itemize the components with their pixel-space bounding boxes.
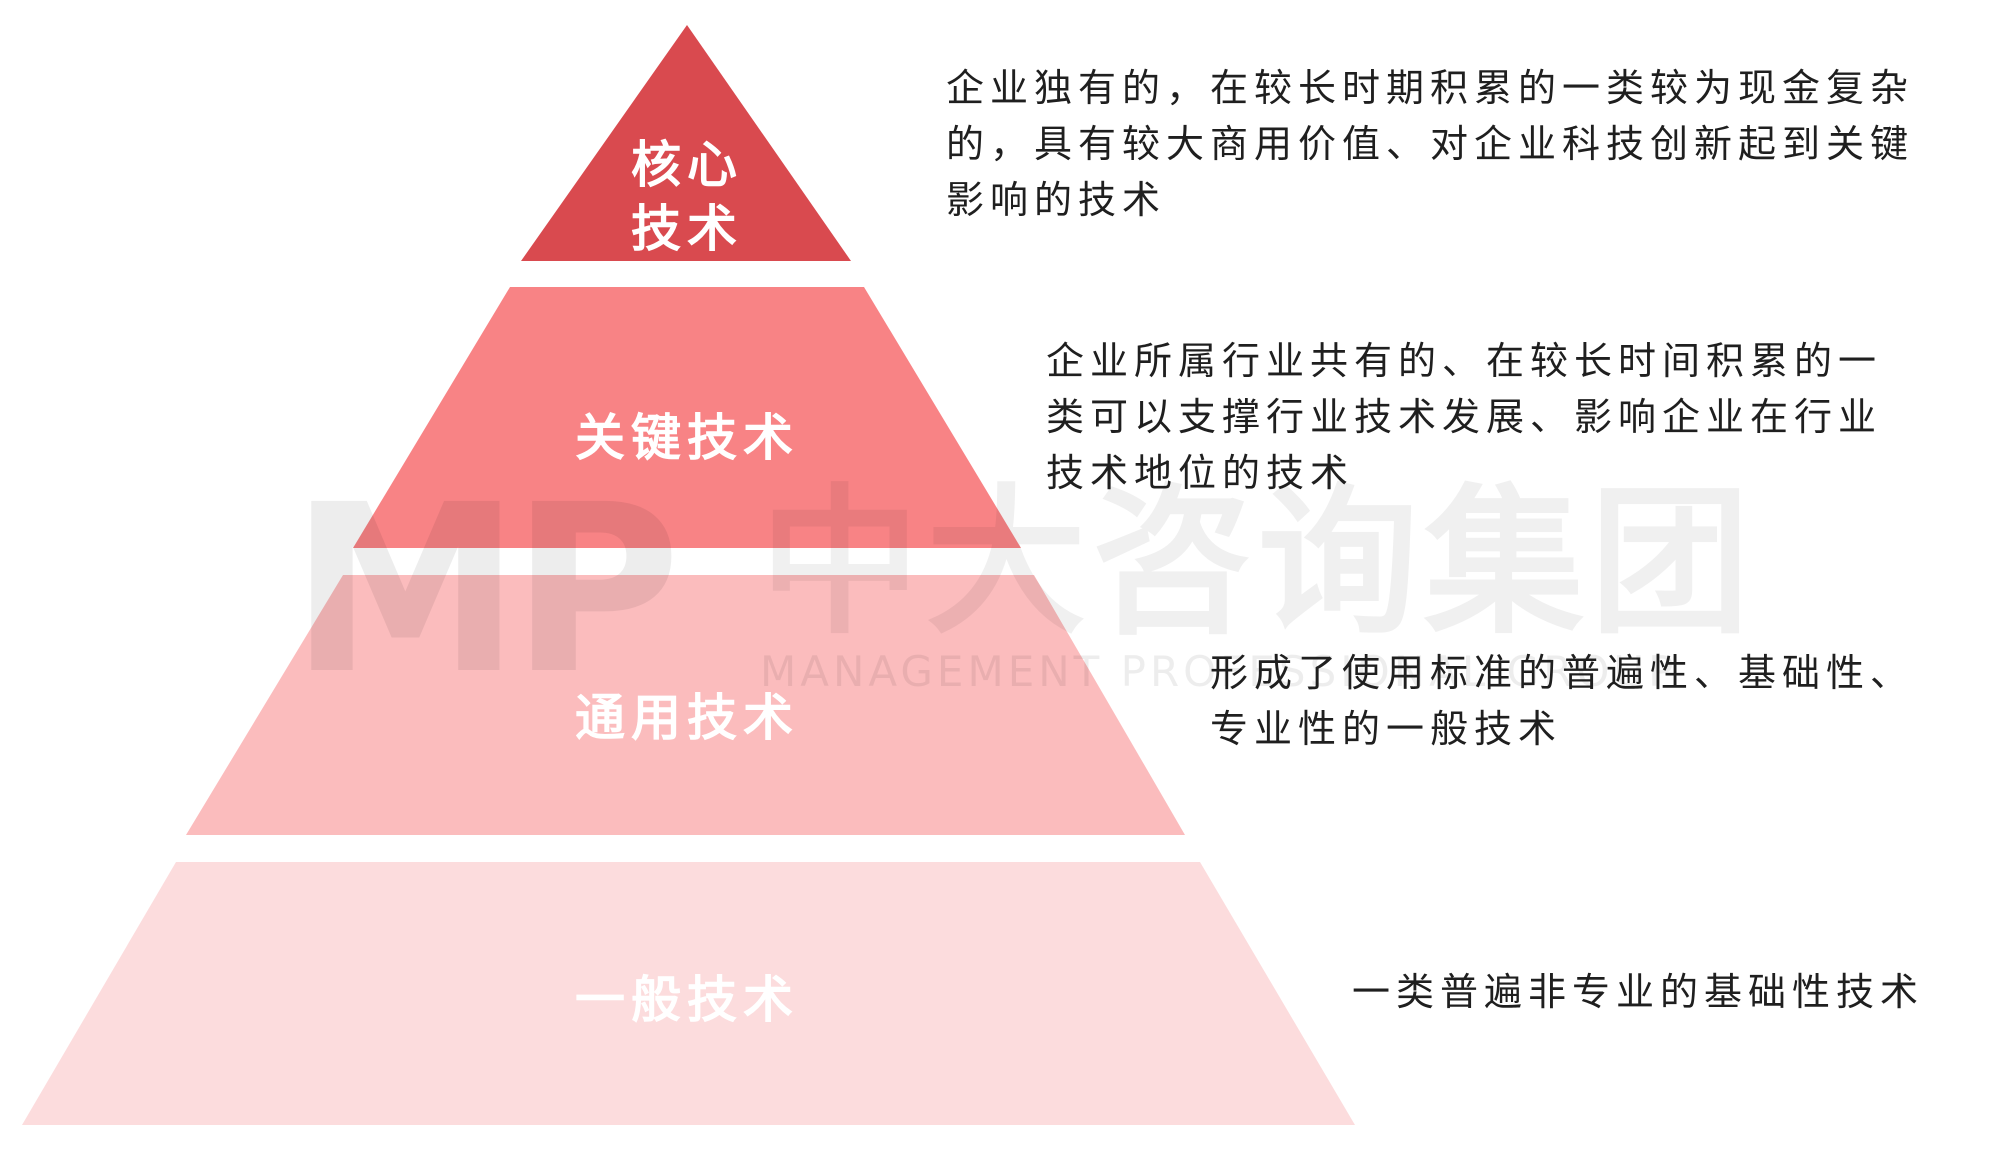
tier-core-shape [521,25,851,261]
tier-core-description: 企业独有的，在较长时期积累的一类较为现金复杂的，具有较大商用价值、对企业科技创新… [946,66,1915,222]
tier-key-label: 关键技术 [575,408,799,467]
tier-general-description: 形成了使用标准的普遍性、基础性、专业性的一般技术 [1210,651,1915,751]
tier-basic-description: 一类普遍非专业的基础性技术 [1352,970,1925,1014]
tier-core-label-line1: 核心 [631,135,743,194]
tier-core-label: 核心 技术 [587,133,787,261]
tier-key-description: 企业所属行业共有的、在较长时间积累的一类可以支撑行业技术发展、影响企业在行业技术… [1046,339,1883,495]
tier-basic-shape [22,862,1355,1125]
tier-key-shape [353,287,1021,548]
tier-basic-label: 一般技术 [575,970,799,1029]
tier-core-label-line2: 技术 [631,199,743,258]
tier-general-label: 通用技术 [575,688,799,747]
tier-general-shape [186,575,1185,835]
